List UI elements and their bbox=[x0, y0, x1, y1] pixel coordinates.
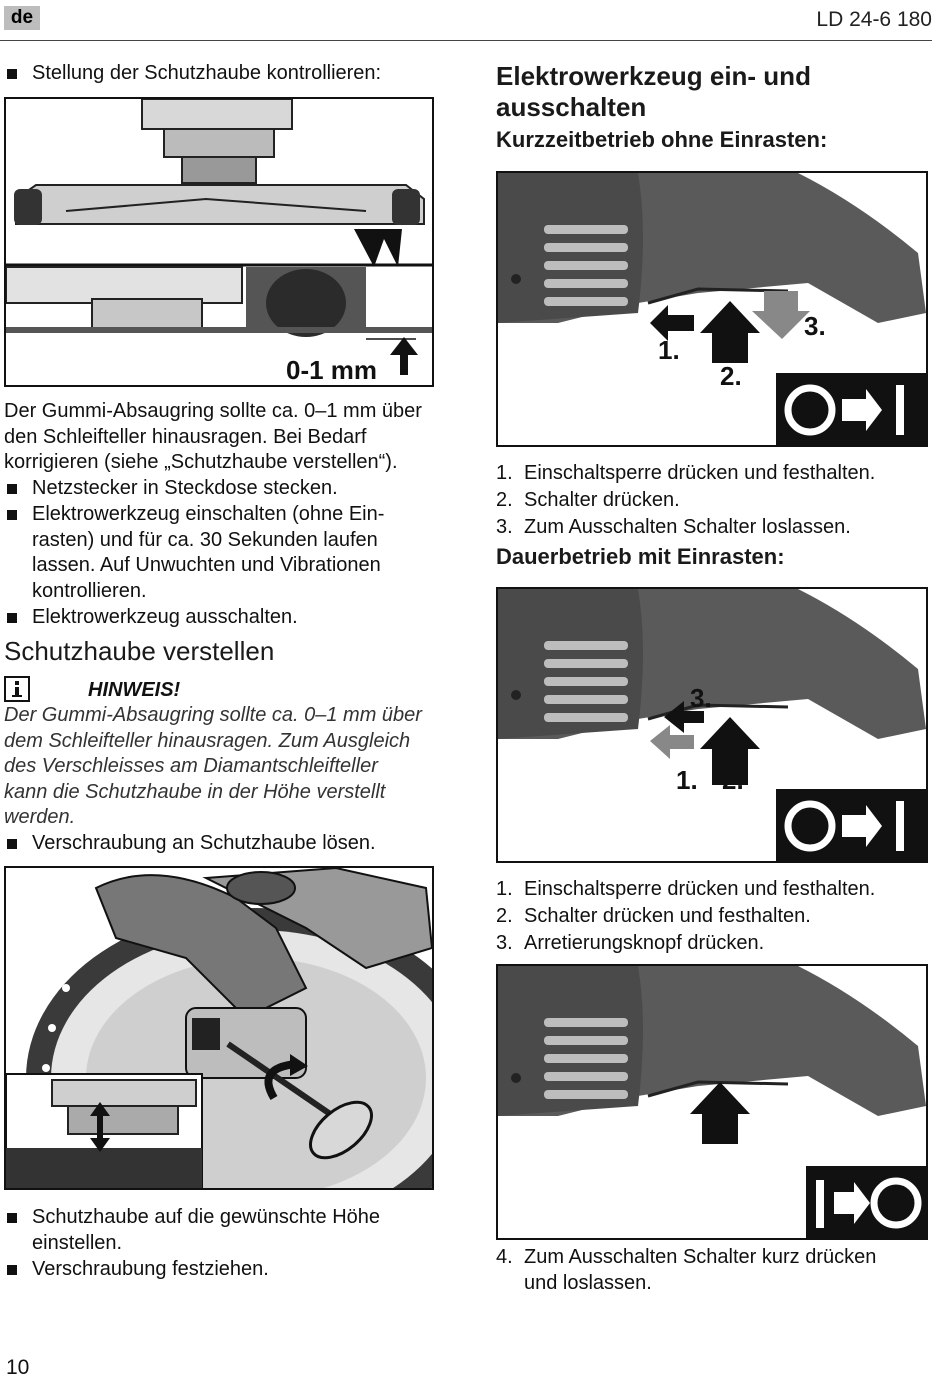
bullet-set-height: Schutzhaube auf die gewünschte Höhe eins… bbox=[4, 1205, 380, 1256]
bullet-set-height-line: Schutzhaube auf die gewünschte Höhe bbox=[32, 1206, 381, 1228]
subheading-continuous: Dauerbetrieb mit Einrasten: bbox=[496, 544, 785, 569]
paragraph-ring-line: den Schleifteller hinausragen. Bei Bedar… bbox=[4, 425, 367, 448]
note-text-line: des Verschleisses am Diamantschleiftelle… bbox=[4, 755, 378, 777]
step-number: 1. bbox=[496, 462, 513, 484]
language-badge: de bbox=[4, 6, 40, 30]
info-icon bbox=[4, 676, 30, 702]
heading-on-off-line: ausschalten bbox=[496, 92, 647, 122]
step-text: Einschaltsperre drücken und festhalten. bbox=[524, 878, 876, 900]
figure-continuous-operation: 3. 1. 2. bbox=[496, 587, 928, 863]
step-text: und loslassen. bbox=[524, 1271, 652, 1294]
step-switch-off-4: 4. Zum Ausschalten Schalter kurz drücken… bbox=[496, 1245, 876, 1296]
arrow-right-icon bbox=[834, 1182, 870, 1224]
step-text: Zum Ausschalten Schalter kurz drücken bbox=[524, 1246, 877, 1268]
bullet-switch-off: Elektrowerkzeug ausschalten. bbox=[4, 605, 298, 631]
bullet-plug-in: Netzstecker in Steckdose stecken. bbox=[4, 476, 338, 502]
bullet-loosen-screw: Verschraubung an Schutzhaube lösen. bbox=[4, 831, 376, 857]
bullet-switch-on-line: kontrollieren. bbox=[32, 579, 147, 602]
note-text: Der Gummi-Absaugring sollte ca. 0–1 mm ü… bbox=[4, 703, 422, 831]
step-text: Schalter drücken und festhalten. bbox=[524, 905, 811, 927]
step-number: 3. bbox=[496, 932, 513, 954]
bullet-set-height-line: einstellen. bbox=[32, 1231, 123, 1254]
figure-cont-label-3: 3. bbox=[690, 683, 712, 713]
step-number: 4. bbox=[496, 1246, 513, 1268]
figure-short-label-1: 1. bbox=[658, 335, 680, 365]
figure-short-term-operation: 1. 2. 3. bbox=[496, 171, 928, 447]
page-number: 10 bbox=[6, 1356, 30, 1379]
figure-cont-label-1: 1. bbox=[676, 765, 698, 795]
step-short-1: 1. Einschaltsperre drücken und festhalten… bbox=[496, 460, 875, 487]
step-cont-3: 3. Arretierungsknopf drücken. bbox=[496, 930, 764, 957]
subheading-short-term: Kurzzeitbetrieb ohne Einrasten: bbox=[496, 127, 828, 152]
note-text-line: werden. bbox=[4, 806, 76, 828]
bullet-switch-on-line: rasten) und für ca. 30 Sekunden laufen bbox=[32, 528, 378, 551]
step-number: 3. bbox=[496, 516, 513, 538]
step-cont-1: 1. Einschaltsperre drücken und festhalten… bbox=[496, 876, 875, 903]
paragraph-ring-line: Der Gummi-Absaugring sollte ca. 0–1 mm ü… bbox=[4, 400, 422, 422]
paragraph-ring: Der Gummi-Absaugring sollte ca. 0–1 mm ü… bbox=[4, 399, 422, 476]
figure-guard-position: 0-1 mm bbox=[4, 97, 434, 387]
paragraph-ring-line: korrigieren (siehe „Schutzhaube verstell… bbox=[4, 451, 398, 473]
note-text-line: kann die Schutzhaube in der Höhe verstel… bbox=[4, 780, 386, 803]
step-number: 2. bbox=[496, 905, 513, 927]
bullet-check-guard: Stellung der Schutzhaube kontrollieren: bbox=[4, 61, 381, 87]
arrow-right-icon bbox=[842, 805, 882, 847]
bullet-tighten-screw: Verschraubung festziehen. bbox=[4, 1257, 269, 1283]
figure-switch-off bbox=[496, 964, 928, 1240]
step-text: Arretierungsknopf drücken. bbox=[524, 932, 765, 954]
step-text: Schalter drücken. bbox=[524, 489, 680, 511]
step-text: Zum Ausschalten Schalter loslassen. bbox=[524, 516, 851, 538]
step-number: 2. bbox=[496, 489, 513, 511]
arrow-right-icon bbox=[842, 389, 882, 431]
figure-cont-label-2: 2. bbox=[722, 765, 744, 795]
bullet-switch-on-line: Elektrowerkzeug einschalten (ohne Ein- bbox=[32, 503, 385, 525]
heading-on-off-line: Elektrowerkzeug ein- und bbox=[496, 61, 811, 91]
step-cont-2: 2. Schalter drücken und festhalten. bbox=[496, 903, 811, 930]
bullet-switch-on: Elektrowerkzeug einschalten (ohne Ein- r… bbox=[4, 502, 384, 604]
figure-short-label-2: 2. bbox=[720, 361, 742, 391]
figure-short-label-3: 3. bbox=[804, 311, 826, 341]
step-number: 1. bbox=[496, 878, 513, 900]
figure-loosen-screw bbox=[4, 866, 434, 1190]
note-title: HINWEIS! bbox=[88, 679, 181, 701]
heading-adjust-guard: Schutzhaube verstellen bbox=[4, 636, 275, 666]
figure-guard-label: 0-1 mm bbox=[286, 355, 377, 385]
step-short-2: 2. Schalter drücken. bbox=[496, 487, 680, 514]
model-title: LD 24-6 180 bbox=[816, 8, 932, 31]
bullet-switch-on-line: lassen. Auf Unwuchten und Vibrationen bbox=[32, 554, 381, 576]
note-text-line: dem Schleifteller hinausragen. Zum Ausgl… bbox=[4, 729, 411, 752]
header-divider bbox=[0, 40, 932, 41]
step-text: Einschaltsperre drücken und festhalten. bbox=[524, 462, 876, 484]
note-text-line: Der Gummi-Absaugring sollte ca. 0–1 mm ü… bbox=[4, 704, 422, 726]
heading-on-off: Elektrowerkzeug ein- und ausschalten bbox=[496, 61, 811, 123]
step-short-3: 3. Zum Ausschalten Schalter loslassen. bbox=[496, 514, 851, 541]
